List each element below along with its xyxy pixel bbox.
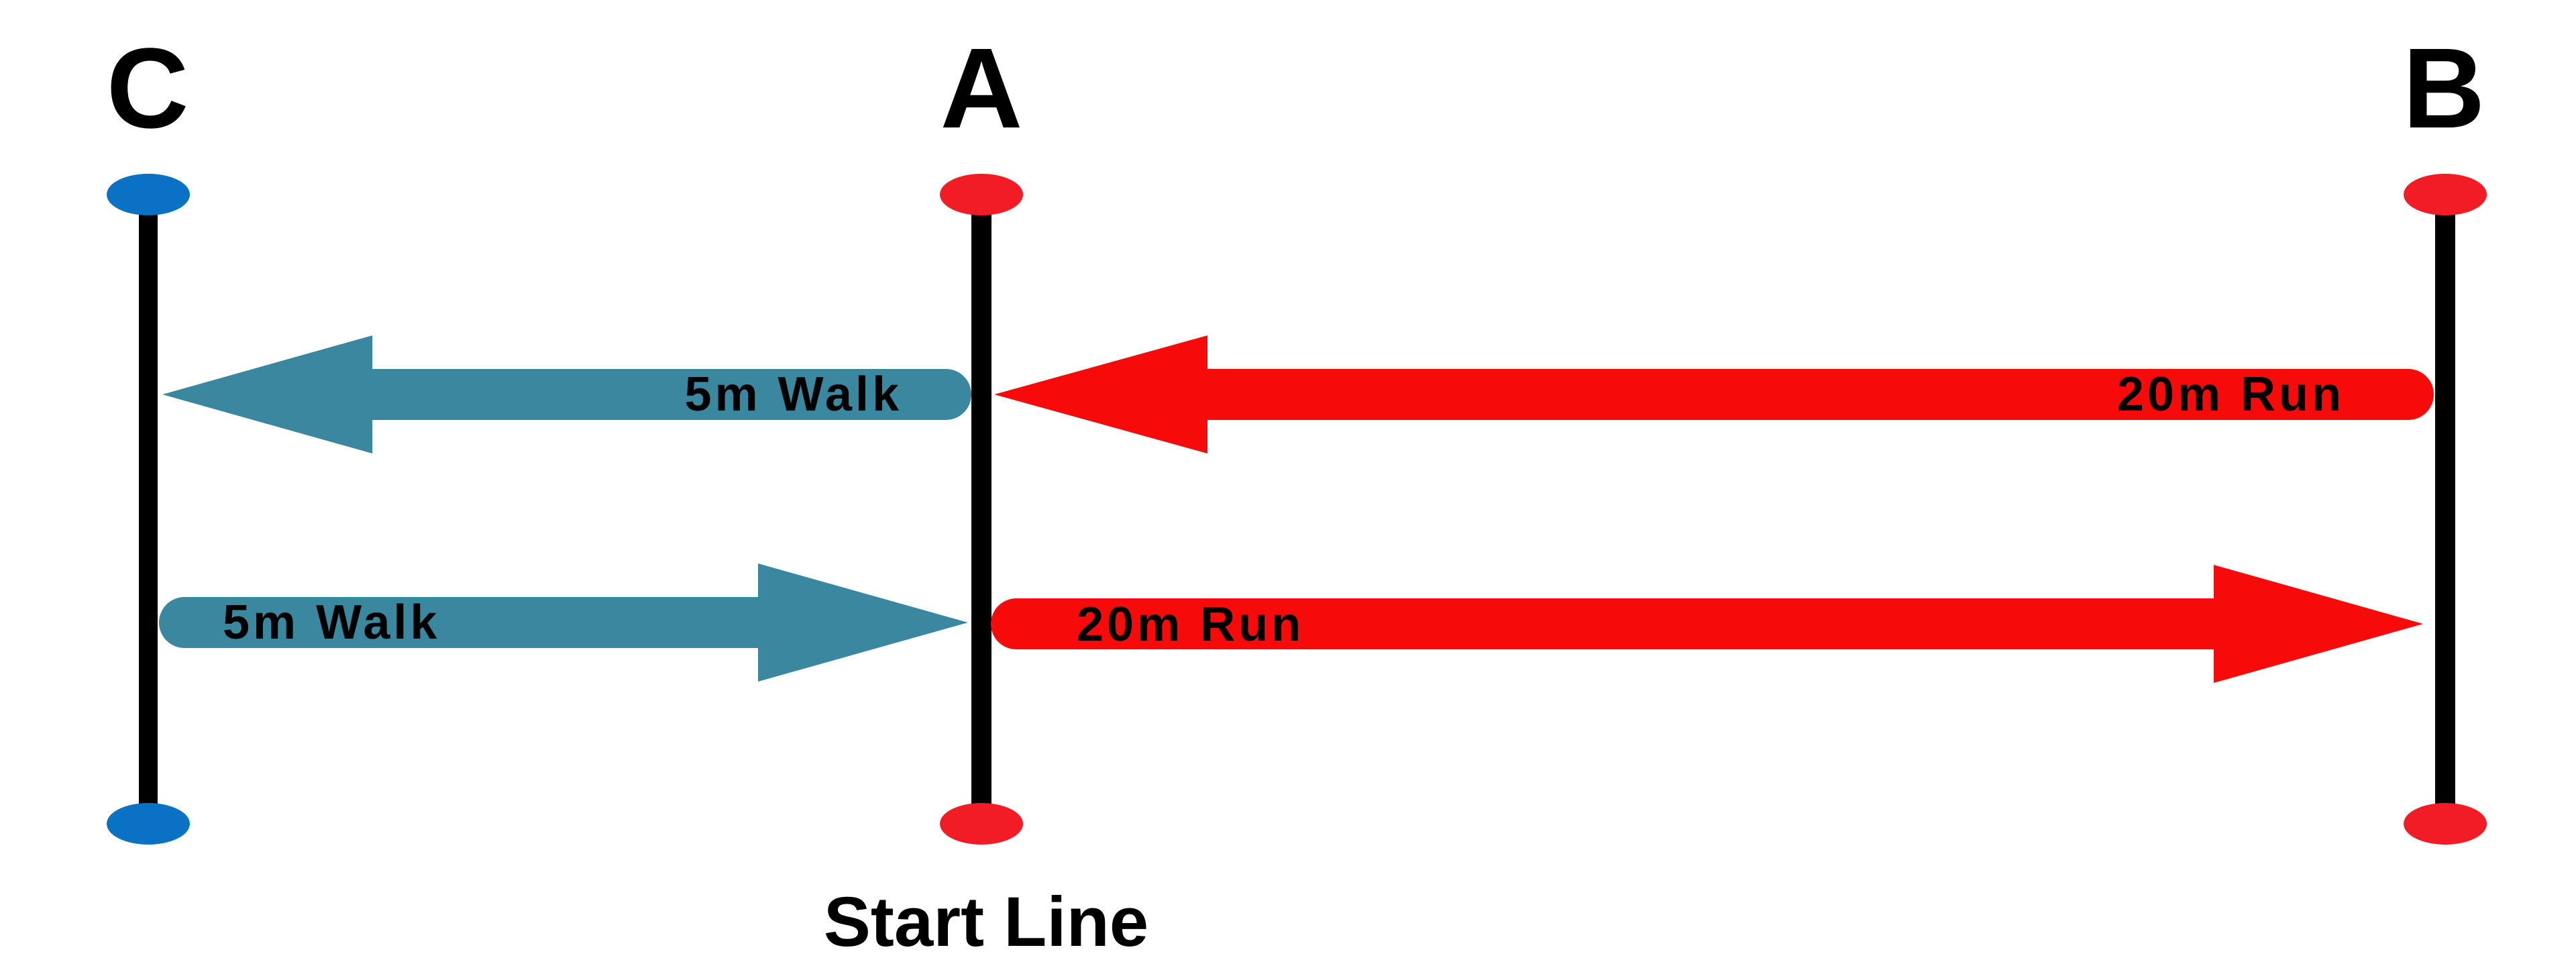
walk-arrow-right-shape xyxy=(159,564,968,682)
walk-arrow-left-label: 5m Walk xyxy=(685,368,902,421)
pole-c xyxy=(139,195,158,825)
run-arrow-left-label: 20m Run xyxy=(2117,368,2345,421)
walk-arrow-left: 5m Walk xyxy=(162,335,971,453)
point-label-a: A xyxy=(941,25,1023,152)
cone-b-top xyxy=(2404,174,2487,215)
run-arrow-left-shape xyxy=(994,335,2434,453)
cone-c-top xyxy=(107,174,190,215)
start-line-caption: Start Line xyxy=(824,883,1148,961)
cone-b-bottom xyxy=(2404,803,2487,845)
run-arrow-right-shape xyxy=(991,565,2423,683)
cone-a-top xyxy=(940,174,1023,215)
run-arrow-left: 20m Run xyxy=(994,335,2434,453)
cone-c-bottom xyxy=(107,803,190,845)
run-arrow-right-label: 20m Run xyxy=(1077,598,1304,651)
walk-arrow-right-label: 5m Walk xyxy=(223,596,440,649)
walk-arrow-left-shape xyxy=(162,335,971,453)
point-label-c: C xyxy=(107,25,189,152)
walk-arrow-right: 5m Walk xyxy=(159,564,968,682)
point-label-b: B xyxy=(2403,25,2485,152)
pole-b xyxy=(2435,195,2455,825)
cone-a-bottom xyxy=(940,803,1023,845)
pole-a xyxy=(971,195,991,825)
run-arrow-right: 20m Run xyxy=(991,565,2423,683)
